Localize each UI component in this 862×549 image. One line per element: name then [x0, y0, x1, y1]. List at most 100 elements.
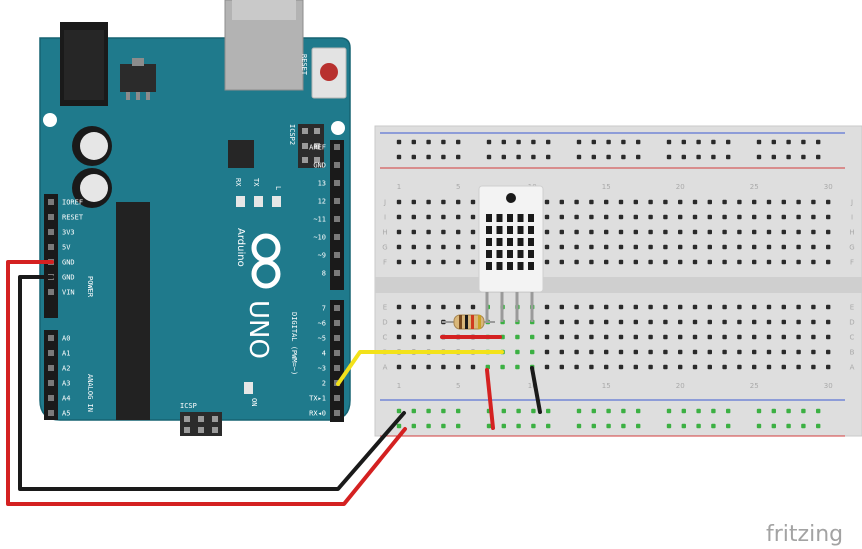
- breadboard-hole[interactable]: [752, 229, 757, 235]
- breadboard-hole[interactable]: [707, 334, 712, 340]
- header-pin[interactable]: [48, 410, 54, 416]
- breadboard-hole[interactable]: [618, 214, 624, 220]
- breadboard-hole[interactable]: [752, 244, 757, 250]
- breadboard-hole[interactable]: [648, 229, 653, 235]
- breadboard-hole[interactable]: [722, 214, 727, 220]
- breadboard-hole[interactable]: [648, 349, 653, 355]
- breadboard-hole[interactable]: [737, 199, 742, 205]
- breadboard-hole[interactable]: [722, 199, 727, 205]
- breadboard-hole[interactable]: [604, 304, 609, 310]
- breadboard-hole[interactable]: [441, 199, 446, 205]
- breadboard-hole[interactable]: [678, 244, 683, 250]
- breadboard-hole[interactable]: [636, 408, 641, 414]
- breadboard-hole[interactable]: [574, 229, 579, 235]
- breadboard-hole[interactable]: [470, 259, 476, 265]
- breadboard-hole[interactable]: [530, 334, 535, 340]
- breadboard-hole[interactable]: [692, 349, 698, 355]
- breadboard-hole[interactable]: [737, 244, 742, 250]
- breadboard-hole[interactable]: [426, 319, 431, 325]
- breadboard-hole[interactable]: [589, 229, 594, 235]
- breadboard-hole[interactable]: [456, 304, 461, 310]
- breadboard-hole[interactable]: [633, 349, 638, 355]
- breadboard-hole[interactable]: [696, 408, 701, 414]
- breadboard-hole[interactable]: [722, 319, 727, 325]
- breadboard-hole[interactable]: [591, 423, 596, 429]
- breadboard-hole[interactable]: [781, 244, 786, 250]
- breadboard-hole[interactable]: [456, 199, 461, 205]
- breadboard-hole[interactable]: [633, 334, 638, 340]
- breadboard-hole[interactable]: [826, 214, 831, 220]
- breadboard-hole[interactable]: [621, 408, 626, 414]
- breadboard-hole[interactable]: [666, 154, 672, 160]
- breadboard-hole[interactable]: [574, 199, 579, 205]
- breadboard-hole[interactable]: [396, 154, 402, 160]
- breadboard-hole[interactable]: [516, 139, 521, 145]
- breadboard-hole[interactable]: [456, 229, 461, 235]
- breadboard-hole[interactable]: [752, 304, 757, 310]
- breadboard-hole[interactable]: [781, 349, 786, 355]
- breadboard-hole[interactable]: [486, 139, 492, 145]
- breadboard-hole[interactable]: [441, 139, 446, 145]
- breadboard-hole[interactable]: [766, 304, 772, 310]
- breadboard-hole[interactable]: [711, 139, 716, 145]
- header-pin[interactable]: [334, 198, 340, 204]
- breadboard-hole[interactable]: [826, 304, 831, 310]
- breadboard-hole[interactable]: [796, 259, 801, 265]
- breadboard-hole[interactable]: [426, 229, 431, 235]
- breadboard-hole[interactable]: [604, 334, 609, 340]
- breadboard-hole[interactable]: [576, 408, 582, 414]
- breadboard-hole[interactable]: [666, 139, 672, 145]
- breadboard-hole[interactable]: [801, 423, 806, 429]
- breadboard-hole[interactable]: [426, 334, 431, 340]
- breadboard-hole[interactable]: [456, 154, 461, 160]
- breadboard-hole[interactable]: [722, 304, 727, 310]
- breadboard-hole[interactable]: [737, 304, 742, 310]
- breadboard-hole[interactable]: [811, 259, 816, 265]
- header-pin[interactable]: [334, 305, 340, 311]
- breadboard-hole[interactable]: [722, 229, 727, 235]
- breadboard-hole[interactable]: [574, 304, 579, 310]
- breadboard-hole[interactable]: [692, 334, 698, 340]
- breadboard-hole[interactable]: [826, 244, 831, 250]
- breadboard-hole[interactable]: [470, 244, 476, 250]
- header-pin[interactable]: [48, 365, 54, 371]
- breadboard-hole[interactable]: [426, 214, 431, 220]
- breadboard-hole[interactable]: [576, 139, 582, 145]
- breadboard-hole[interactable]: [722, 259, 727, 265]
- breadboard-hole[interactable]: [692, 199, 698, 205]
- breadboard-hole[interactable]: [756, 408, 762, 414]
- breadboard-hole[interactable]: [604, 244, 609, 250]
- breadboard-hole[interactable]: [811, 199, 816, 205]
- breadboard-hole[interactable]: [796, 349, 801, 355]
- breadboard-hole[interactable]: [633, 214, 638, 220]
- breadboard-hole[interactable]: [486, 423, 492, 429]
- breadboard-hole[interactable]: [501, 408, 506, 414]
- header-pin[interactable]: [48, 350, 54, 356]
- breadboard-hole[interactable]: [396, 423, 402, 429]
- breadboard-hole[interactable]: [648, 214, 653, 220]
- breadboard-hole[interactable]: [766, 229, 772, 235]
- breadboard-hole[interactable]: [574, 259, 579, 265]
- breadboard-hole[interactable]: [633, 244, 638, 250]
- breadboard-hole[interactable]: [604, 199, 609, 205]
- breadboard-hole[interactable]: [726, 408, 731, 414]
- breadboard-hole[interactable]: [636, 423, 641, 429]
- breadboard-hole[interactable]: [606, 408, 611, 414]
- header-pin[interactable]: [334, 216, 340, 222]
- breadboard-hole[interactable]: [396, 304, 402, 310]
- breadboard-hole[interactable]: [737, 364, 742, 370]
- breadboard-hole[interactable]: [648, 319, 653, 325]
- breadboard-hole[interactable]: [559, 364, 564, 370]
- breadboard-hole[interactable]: [544, 334, 550, 340]
- breadboard-hole[interactable]: [396, 364, 402, 370]
- breadboard-hole[interactable]: [574, 244, 579, 250]
- breadboard-hole[interactable]: [707, 199, 712, 205]
- header-pin[interactable]: [334, 350, 340, 356]
- breadboard-hole[interactable]: [663, 199, 668, 205]
- breadboard-hole[interactable]: [766, 349, 772, 355]
- breadboard-hole[interactable]: [648, 364, 653, 370]
- breadboard-hole[interactable]: [531, 139, 536, 145]
- breadboard-hole[interactable]: [786, 139, 791, 145]
- breadboard-hole[interactable]: [771, 423, 776, 429]
- breadboard-hole[interactable]: [456, 408, 461, 414]
